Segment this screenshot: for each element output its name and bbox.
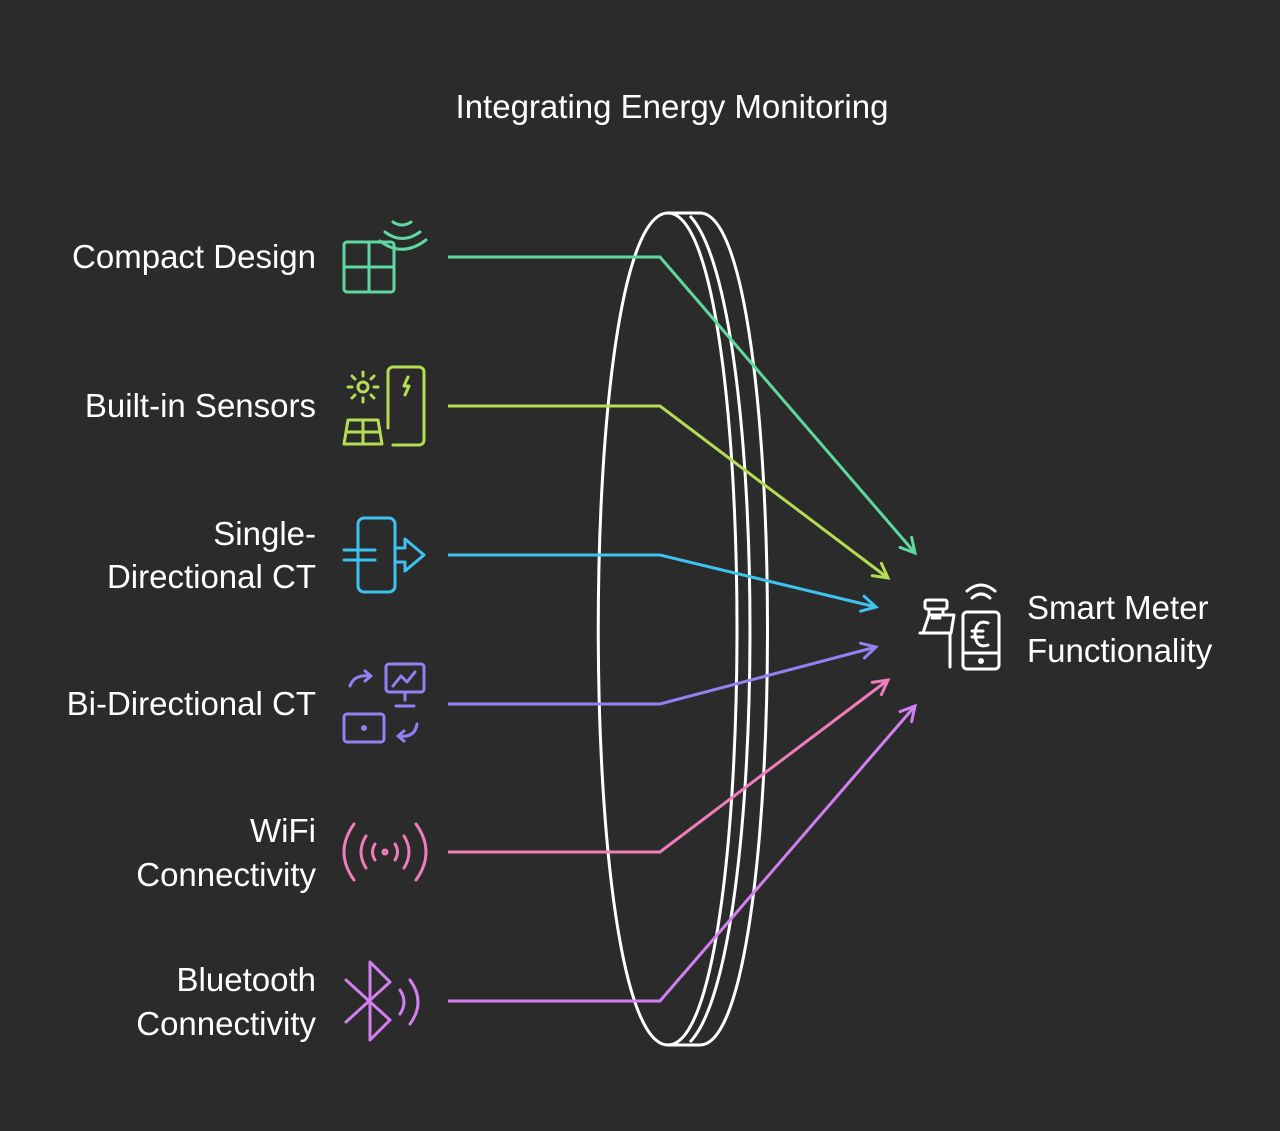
label-built-in-sensors: Built-in Sensors [85,387,316,424]
label-wifi-2: Connectivity [136,856,316,893]
label-bi-directional-ct: Bi-Directional CT [67,685,316,722]
arrowhead [870,561,891,580]
output-label-1: Smart Meter [1027,589,1209,626]
input-wifi-connectivity: WiFi Connectivity [136,812,316,893]
bluetooth-icon [344,960,420,1042]
connector-line [448,705,917,1003]
connector-line [448,645,877,706]
arrowhead [898,703,918,724]
smart-meter-payment-icon [918,583,1001,671]
single-direction-ct-icon [342,516,426,594]
diagram-title: Integrating Energy Monitoring [456,88,889,125]
bidirectional-monitor-icon [342,662,426,744]
label-bluetooth-1: Bluetooth [177,961,316,998]
input-built-in-sensors: Built-in Sensors [85,387,316,424]
arrowhead [898,535,918,556]
solar-charger-icon [342,365,426,447]
building-signal-icon [342,220,428,294]
output-label-2: Functionality [1027,632,1213,669]
arrowhead [870,678,891,697]
label-wifi-1: WiFi [250,812,316,849]
wifi-broadcast-icon [342,822,428,882]
output-smart-meter: Smart Meter Functionality [918,583,1213,671]
arrowhead [859,594,880,613]
label-compact-design: Compact Design [72,238,316,275]
connector-line [448,553,877,609]
connector-line [448,678,889,854]
input-bluetooth-connectivity: Bluetooth Connectivity [136,961,316,1042]
label-single-directional-ct-1: Single- [213,515,316,552]
input-bi-directional-ct: Bi-Directional CT [67,685,316,722]
arrowhead [858,641,880,660]
input-compact-design: Compact Design [72,238,316,275]
label-bluetooth-2: Connectivity [136,1005,316,1042]
connector-line [448,255,917,554]
input-single-directional-ct: Single- Directional CT [107,515,316,595]
lens-shape [596,211,769,1047]
connector-line [448,404,889,580]
label-single-directional-ct-2: Directional CT [107,558,316,595]
